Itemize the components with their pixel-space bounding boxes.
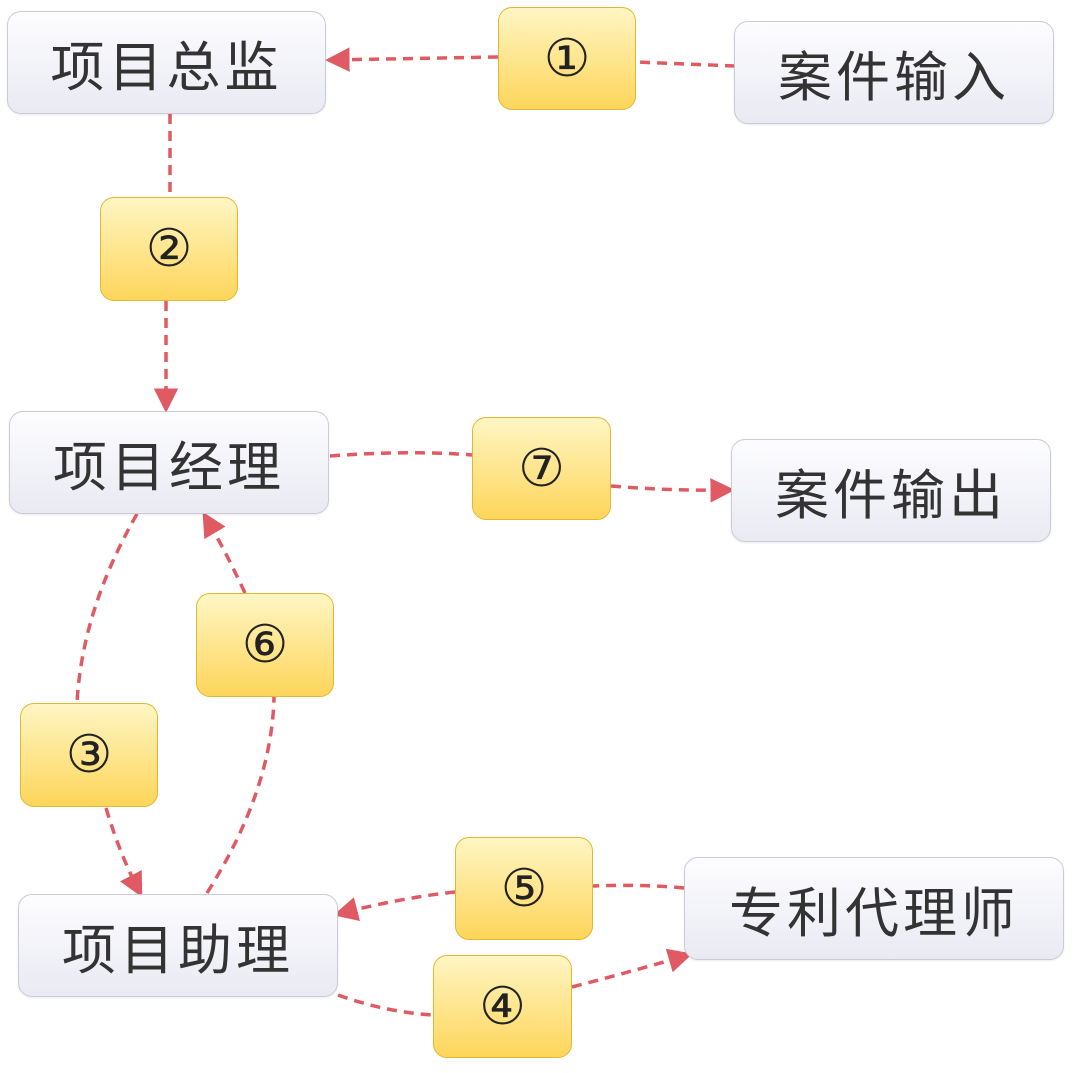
edge-step7-to-output <box>610 478 735 503</box>
step-badge-5: ⑤ <box>455 837 593 940</box>
node-project-manager: 项目经理 <box>9 411 329 514</box>
step-badge-7: ⑦ <box>472 417 611 520</box>
step-badge-3: ③ <box>20 703 158 807</box>
edge-step6-to-manager <box>202 511 247 594</box>
node-patent-attorney: 专利代理师 <box>684 857 1064 960</box>
edge-step1-to-director <box>325 47 499 72</box>
edge-step3-to-assistant <box>104 807 143 898</box>
step-badge-1: ① <box>498 7 636 110</box>
edge-manager-to-step7 <box>329 450 473 458</box>
edge-manager-to-step3 <box>75 513 139 704</box>
edge-attorney-to-step5 <box>592 883 685 890</box>
edge-step4-to-attorney <box>571 948 693 989</box>
edge-assistant-to-step4 <box>337 993 434 1017</box>
node-project-assistant: 项目助理 <box>18 894 338 997</box>
edge-assistant-to-step6 <box>205 696 276 894</box>
step-badge-6: ⑥ <box>196 593 334 697</box>
edge-step5-to-assistant <box>333 890 456 921</box>
edge-input-to-director <box>635 60 736 68</box>
node-case-output: 案件输出 <box>731 439 1051 542</box>
step-badge-2: ② <box>100 197 238 301</box>
step-badge-4: ④ <box>433 955 572 1058</box>
node-project-director: 项目总监 <box>7 11 326 114</box>
node-case-input: 案件输入 <box>734 21 1054 124</box>
